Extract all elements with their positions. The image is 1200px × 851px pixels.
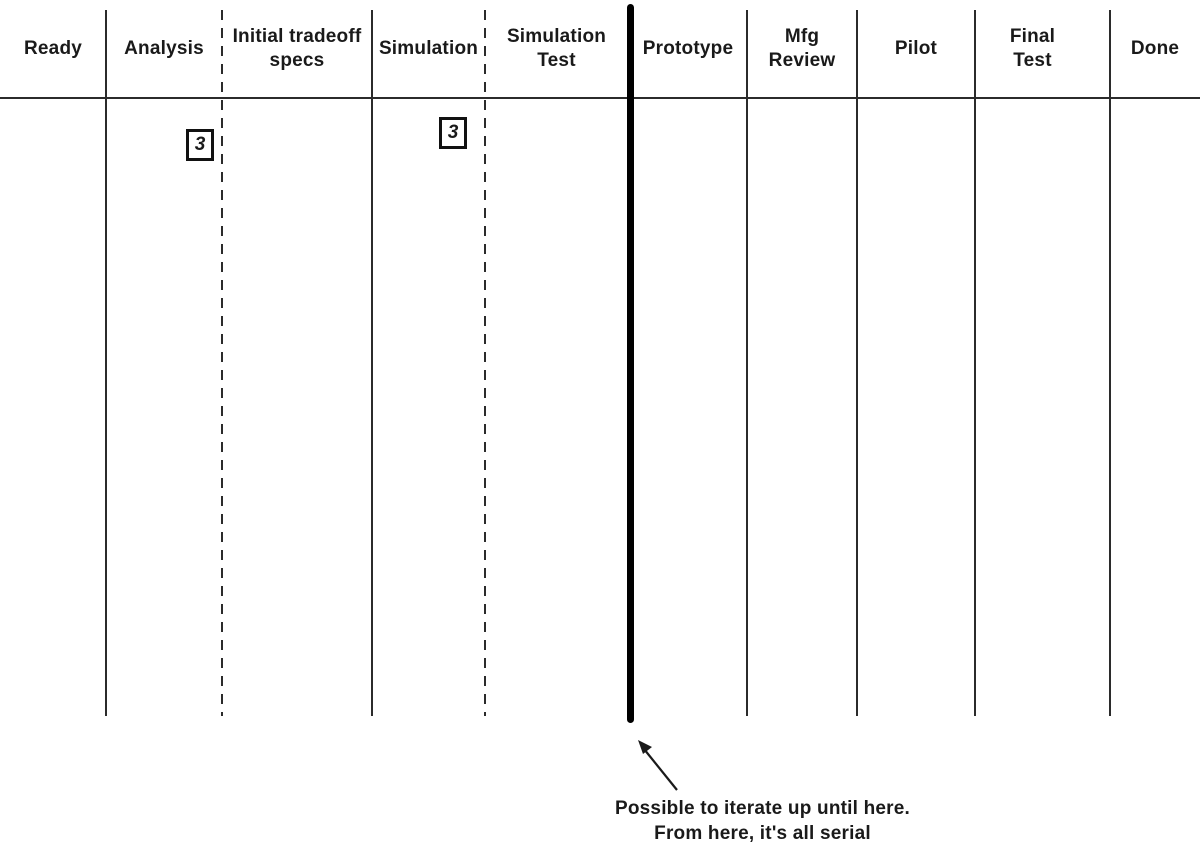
column-header-mfg-review: Mfg Review xyxy=(768,26,836,71)
separator-analysis-specs-dashed xyxy=(221,10,223,716)
annotation-caption: Possible to iterate up until here. From … xyxy=(535,796,990,846)
wip-limit-analysis: 3 xyxy=(186,129,214,161)
column-header-done: Done xyxy=(1130,38,1180,59)
separator-specs-simulation xyxy=(371,10,373,716)
column-header-simulation: Simulation xyxy=(378,38,479,59)
annotation-caption-line-2: From here, it's all serial xyxy=(654,823,871,844)
serial-boundary-line xyxy=(627,4,634,723)
annotation-caption-line-1: Possible to iterate up until here. xyxy=(614,798,911,819)
column-header-simulation-test: Simulation Test xyxy=(506,26,607,71)
column-header-pilot: Pilot xyxy=(894,38,938,59)
annotation-arrow xyxy=(622,732,694,798)
separator-ready-analysis xyxy=(105,10,107,716)
wip-limit-simulation: 3 xyxy=(439,117,467,149)
header-divider-line xyxy=(0,97,1200,99)
column-header-ready: Ready xyxy=(23,38,83,59)
separator-finaltest-done xyxy=(1109,10,1111,716)
arrow-up-left-icon xyxy=(638,740,678,791)
separator-pilot-finaltest xyxy=(974,10,976,716)
separator-mfgreview-pilot xyxy=(856,10,858,716)
separator-simulation-simtest-dashed xyxy=(484,10,486,716)
separator-prototype-mfgreview xyxy=(746,10,748,716)
column-header-prototype: Prototype xyxy=(642,38,734,59)
column-header-analysis: Analysis xyxy=(124,38,204,59)
column-header-initial-tradeoff-specs: Initial tradeoff specs xyxy=(232,26,362,71)
column-header-final-test: Final Test xyxy=(1009,26,1056,71)
